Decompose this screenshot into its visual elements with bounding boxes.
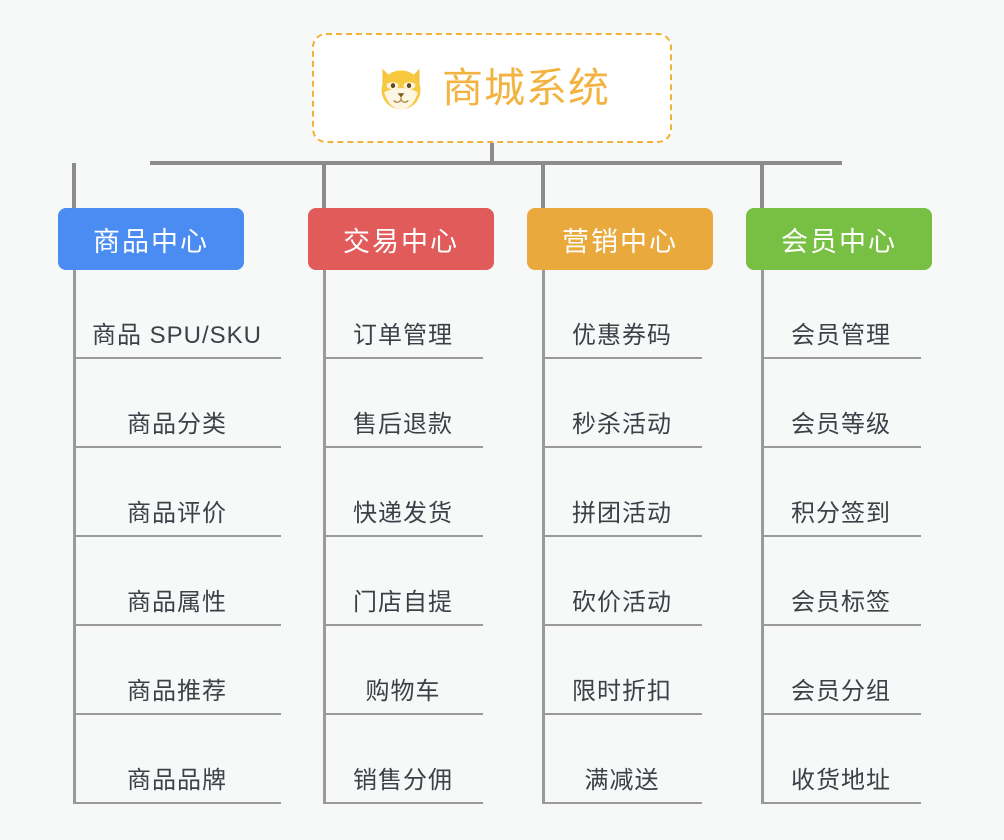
leaf-item[interactable]: 会员等级 <box>761 359 921 448</box>
column-spine <box>542 270 545 804</box>
connector-root-stem <box>490 143 494 165</box>
root-title: 商城系统 <box>442 64 610 111</box>
connector-drop-trade-center <box>322 163 326 209</box>
leaf-item-label: 限时折扣 <box>572 678 672 705</box>
connector-drop-marketing-center <box>541 163 545 209</box>
leaf-item-label: 商品品牌 <box>127 767 227 794</box>
category-card-member-center[interactable]: 会员中心 <box>746 208 932 270</box>
leaf-item-label: 订单管理 <box>353 322 453 349</box>
leaf-item-label: 商品推荐 <box>127 678 227 705</box>
leaf-item-label: 积分签到 <box>791 500 891 527</box>
leaf-item-label: 商品属性 <box>127 589 227 616</box>
column-spine <box>323 270 326 804</box>
leaf-item-label: 门店自提 <box>353 589 453 616</box>
leaf-item-label: 商品分类 <box>127 411 227 438</box>
leaf-item-label: 会员标签 <box>791 589 891 616</box>
leaf-item[interactable]: 砍价活动 <box>542 537 702 626</box>
leaf-item[interactable]: 拼团活动 <box>542 448 702 537</box>
leaf-item-label: 砍价活动 <box>572 589 672 616</box>
leaf-item-label: 购物车 <box>365 678 441 705</box>
leaf-item[interactable]: 售后退款 <box>323 359 483 448</box>
dog-face-icon <box>374 62 428 116</box>
leaf-item-label: 满减送 <box>584 767 660 794</box>
leaf-item-label: 收货地址 <box>791 767 891 794</box>
leaf-item[interactable]: 购物车 <box>323 626 483 715</box>
leaf-item[interactable]: 销售分佣 <box>323 715 483 804</box>
leaf-item[interactable]: 商品品牌 <box>73 715 281 804</box>
leaf-item-label: 销售分佣 <box>353 767 453 794</box>
leaf-item[interactable]: 积分签到 <box>761 448 921 537</box>
leaf-item[interactable]: 快递发货 <box>323 448 483 537</box>
category-card-trade-center[interactable]: 交易中心 <box>308 208 494 270</box>
leaf-item-label: 商品评价 <box>127 500 227 527</box>
leaf-item[interactable]: 优惠券码 <box>542 270 702 359</box>
leaf-item[interactable]: 商品评价 <box>73 448 281 537</box>
leaf-item[interactable]: 订单管理 <box>323 270 483 359</box>
leaf-item[interactable]: 商品属性 <box>73 537 281 626</box>
column-spine <box>73 270 76 804</box>
leaf-item[interactable]: 商品推荐 <box>73 626 281 715</box>
leaf-item-label: 会员管理 <box>791 322 891 349</box>
leaf-item[interactable]: 门店自提 <box>323 537 483 626</box>
leaf-item[interactable]: 满减送 <box>542 715 702 804</box>
leaf-item[interactable]: 收货地址 <box>761 715 921 804</box>
leaf-item[interactable]: 商品 SPU/SKU <box>73 270 281 359</box>
column-spine <box>761 270 764 804</box>
leaf-item-label: 会员等级 <box>791 411 891 438</box>
leaf-item-label: 拼团活动 <box>572 500 672 527</box>
connector-horizontal-bus <box>150 161 842 165</box>
leaf-item[interactable]: 限时折扣 <box>542 626 702 715</box>
leaf-item-label: 秒杀活动 <box>572 411 672 438</box>
leaf-item[interactable]: 秒杀活动 <box>542 359 702 448</box>
connector-drop-product-center <box>72 163 76 209</box>
leaf-item[interactable]: 会员分组 <box>761 626 921 715</box>
category-card-marketing-center[interactable]: 营销中心 <box>527 208 713 270</box>
category-card-product-center[interactable]: 商品中心 <box>58 208 244 270</box>
leaf-item-label: 会员分组 <box>791 678 891 705</box>
root-node[interactable]: 商城系统 <box>312 33 672 143</box>
category-title: 商品中心 <box>93 226 209 257</box>
category-title: 营销中心 <box>562 226 678 257</box>
leaf-item-label: 快递发货 <box>353 500 453 527</box>
connector-drop-member-center <box>760 163 764 209</box>
leaf-item[interactable]: 会员管理 <box>761 270 921 359</box>
leaf-item-label: 售后退款 <box>353 411 453 438</box>
leaf-item[interactable]: 会员标签 <box>761 537 921 626</box>
leaf-item-label: 商品 SPU/SKU <box>91 322 263 349</box>
leaf-item-label: 优惠券码 <box>572 322 672 349</box>
category-title: 会员中心 <box>781 226 897 257</box>
leaf-item[interactable]: 商品分类 <box>73 359 281 448</box>
category-title: 交易中心 <box>343 226 459 257</box>
